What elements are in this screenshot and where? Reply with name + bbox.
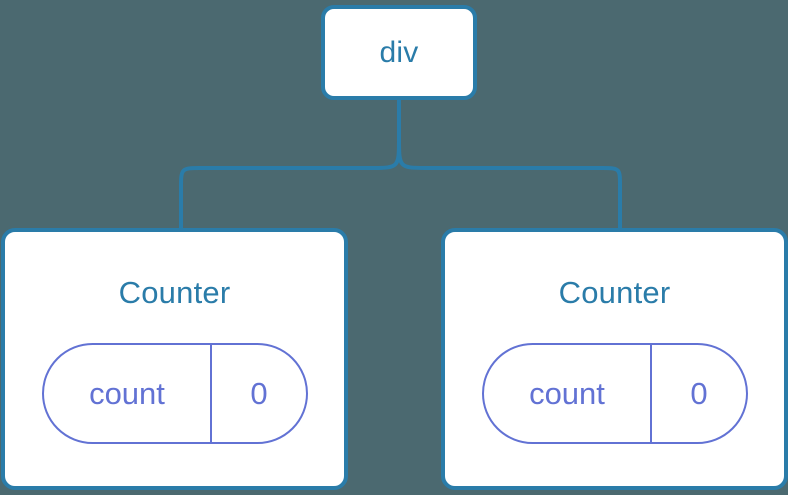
state-value-right: 0	[690, 376, 708, 411]
state-pill-left[interactable]: count 0	[41, 343, 308, 444]
node-counter-right[interactable]: Counter count 0	[441, 228, 788, 490]
node-div-label: div	[379, 35, 419, 69]
state-key-right: count	[484, 345, 653, 442]
node-counter-left-label: Counter	[118, 275, 231, 310]
connector-branch-left	[179, 140, 401, 231]
state-pill-right[interactable]: count 0	[481, 343, 748, 444]
node-counter-right-label: Counter	[558, 275, 671, 310]
state-value-left: 0	[250, 376, 268, 411]
connector-branch-right	[397, 140, 622, 231]
state-key-left: count	[44, 345, 213, 442]
node-counter-left[interactable]: Counter count 0	[1, 228, 348, 490]
node-div[interactable]: div	[321, 5, 477, 100]
